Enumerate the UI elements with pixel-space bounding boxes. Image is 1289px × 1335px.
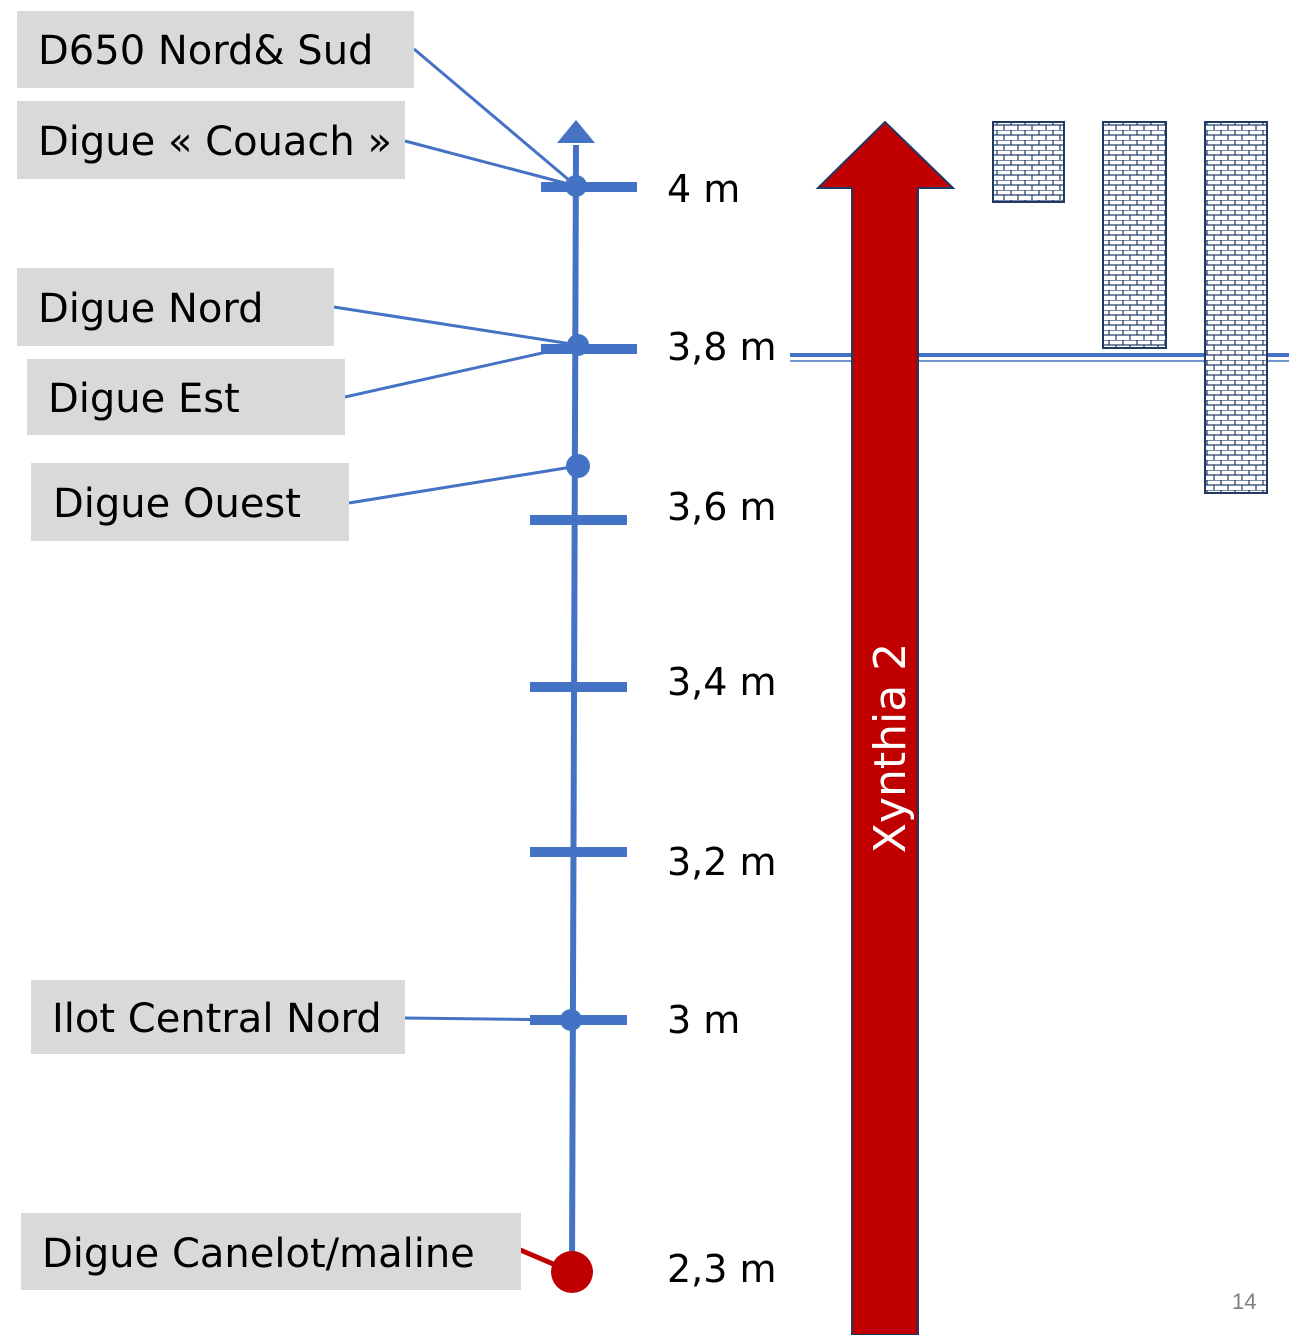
tick-label: 4 m — [667, 167, 740, 211]
slide-number: 14 — [1232, 1289, 1256, 1314]
xynthia-arrow: Xynthia 2 — [815, 120, 956, 1335]
label-box — [21, 1213, 521, 1290]
tick-labels: 4 m 3,8 m 3,6 m 3,4 m 3,2 m 3 m 2,3 m — [667, 167, 777, 1291]
dot-4m — [565, 175, 587, 197]
levee-label: D650 Nord& Sud — [38, 28, 373, 74]
connector-ilot — [404, 1016, 572, 1022]
label-box — [31, 980, 405, 1054]
dot-3-8m — [567, 334, 589, 356]
label-box — [17, 11, 414, 88]
levee-label: Digue Ouest — [53, 481, 301, 527]
scale-ticks — [530, 182, 637, 1025]
tick-label: 3,8 m — [667, 325, 777, 369]
scale-axis — [557, 120, 595, 1271]
level-dots — [560, 175, 590, 1031]
connector-digue-nord — [333, 305, 579, 347]
levee-label: Digue « Couach » — [38, 119, 392, 165]
tick-label: 3 m — [667, 998, 740, 1042]
dot-2-3m — [551, 1251, 593, 1293]
levee-label: Digue Canelot/maline — [42, 1231, 475, 1277]
dot-digue-ouest — [566, 454, 590, 478]
connector-digue-est — [344, 343, 579, 399]
xynthia-label: Xynthia 2 — [865, 643, 916, 853]
scale-arrowhead — [557, 120, 595, 143]
levee-label: Digue Nord — [38, 286, 264, 332]
wall-column-short — [992, 121, 1065, 203]
levee-labels: D650 Nord& Sud Digue « Couach » Digue No… — [17, 11, 521, 1290]
levee-label: Digue Est — [48, 376, 240, 422]
tick-label: 3,4 m — [667, 660, 777, 704]
dot-3m — [560, 1009, 582, 1031]
connector-digue-ouest — [348, 464, 579, 505]
label-box — [17, 268, 334, 346]
label-box — [17, 101, 405, 179]
connector-d650 — [413, 47, 577, 188]
wall-columns — [992, 121, 1268, 494]
connector-couach — [404, 139, 577, 188]
connector-lines — [333, 47, 579, 1022]
wall-column-medium — [1102, 121, 1167, 349]
levee-label: Ilot Central Nord — [52, 996, 382, 1042]
label-box — [27, 359, 345, 435]
wall-column-tall — [1204, 121, 1268, 494]
tick-label: 2,3 m — [667, 1247, 777, 1291]
tick-label: 3,6 m — [667, 485, 777, 529]
tick-label: 3,2 m — [667, 840, 777, 884]
label-box — [31, 463, 349, 541]
